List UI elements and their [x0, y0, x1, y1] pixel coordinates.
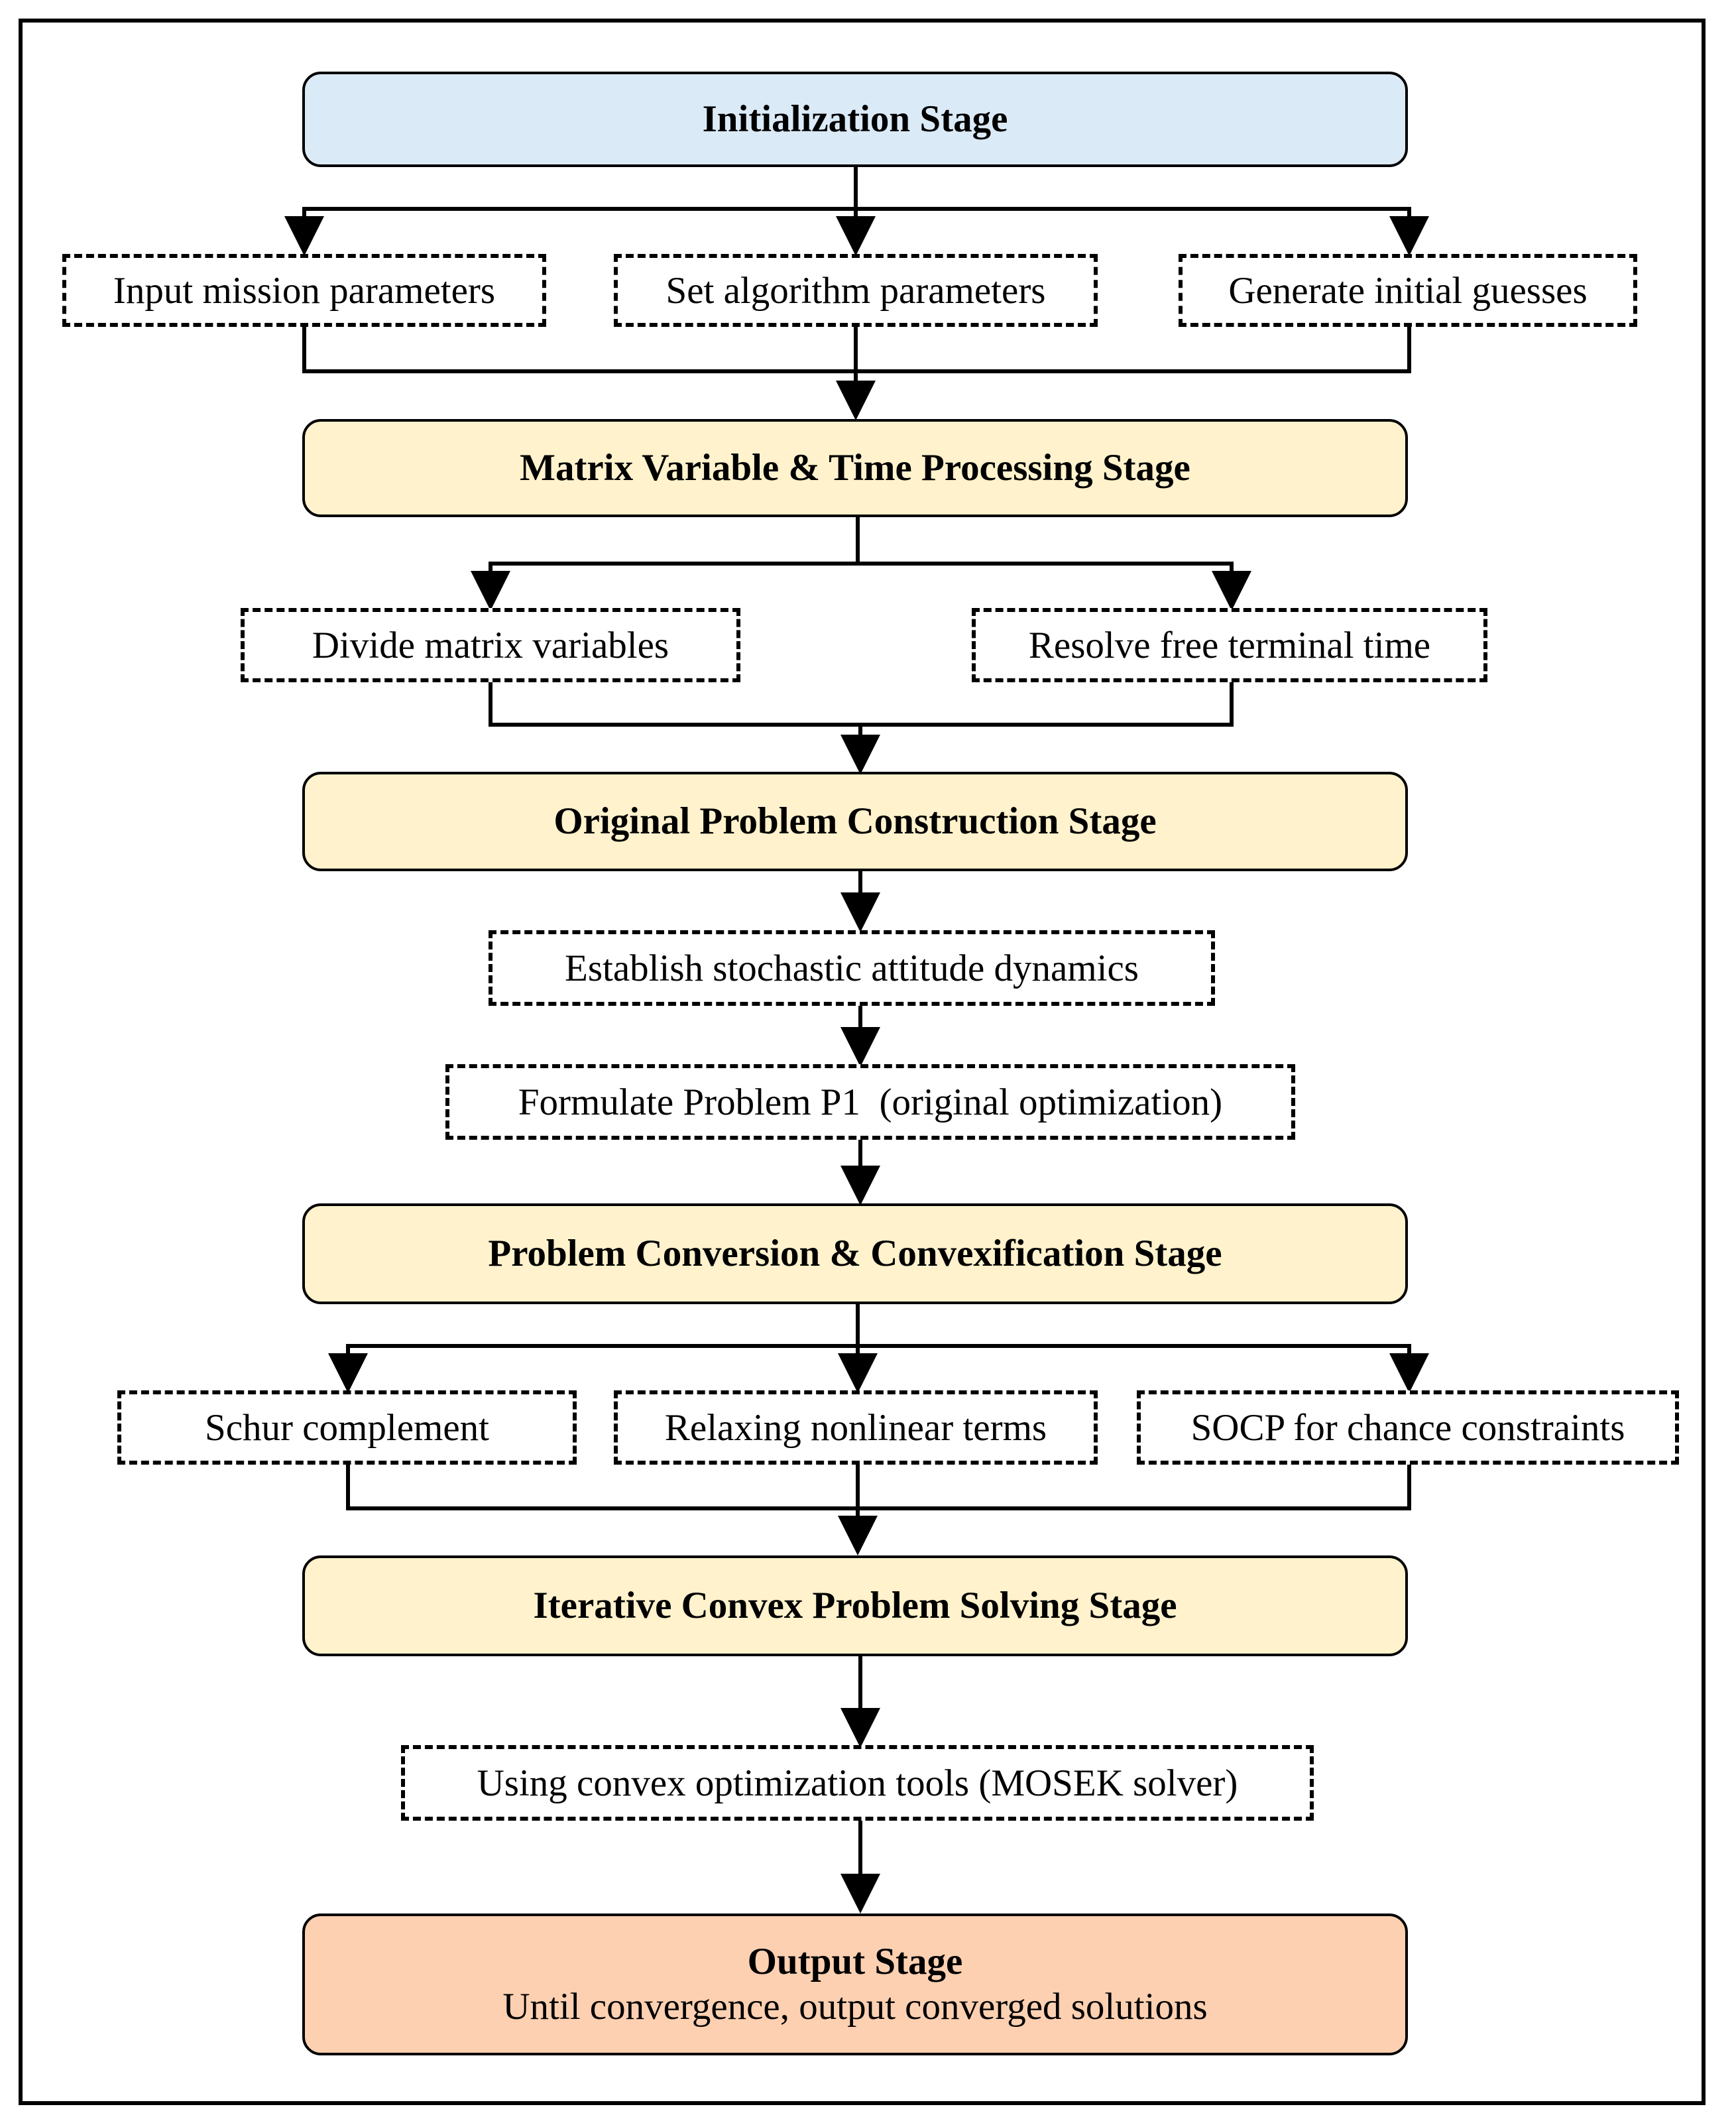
step-establish-stochastic-dynamics-label: Establish stochastic attitude dynamics	[565, 947, 1139, 989]
original-problem-stage-title: Original Problem Construction Stage	[553, 800, 1157, 842]
step-socp-chance-constraints: SOCP for chance constraints	[1137, 1390, 1679, 1465]
step-set-algorithm-parameters-label: Set algorithm parameters	[665, 269, 1046, 312]
step-input-mission-parameters-label: Input mission parameters	[113, 269, 496, 312]
step-establish-stochastic-dynamics: Establish stochastic attitude dynamics	[489, 930, 1215, 1006]
step-relaxing-nonlinear-terms-label: Relaxing nonlinear terms	[664, 1406, 1047, 1449]
step-resolve-free-terminal-time-label: Resolve free terminal time	[1028, 624, 1431, 666]
step-resolve-free-terminal-time: Resolve free terminal time	[972, 608, 1487, 682]
step-formulate-problem-p1-label: Formulate Problem P1 (original optimizat…	[518, 1081, 1223, 1123]
initialization-stage-title: Initialization Stage	[702, 97, 1008, 140]
iterative-solving-stage: Iterative Convex Problem Solving Stage	[302, 1555, 1408, 1656]
connector-conversion-branch	[346, 1344, 1411, 1389]
initialization-stage: Initialization Stage	[302, 72, 1408, 167]
output-stage: Output Stage Until convergence, output c…	[302, 1914, 1408, 2055]
step-generate-initial-guesses: Generate initial guesses	[1179, 254, 1637, 327]
step-convex-optimization-tools: Using convex optimization tools (MOSEK s…	[401, 1745, 1314, 1821]
matrix-time-stage-title: Matrix Variable & Time Processing Stage	[520, 446, 1190, 489]
connector-matrix-branch-right	[858, 562, 1234, 605]
matrix-time-stage: Matrix Variable & Time Processing Stage	[302, 419, 1408, 517]
step-schur-complement-label: Schur complement	[205, 1406, 489, 1449]
step-divide-matrix-variables: Divide matrix variables	[241, 608, 740, 682]
step-formulate-problem-p1: Formulate Problem P1 (original optimizat…	[445, 1064, 1295, 1140]
step-relaxing-nonlinear-terms: Relaxing nonlinear terms	[614, 1390, 1098, 1465]
step-divide-matrix-variables-label: Divide matrix variables	[312, 624, 669, 666]
step-schur-complement: Schur complement	[117, 1390, 577, 1465]
original-problem-stage: Original Problem Construction Stage	[302, 772, 1408, 871]
step-socp-chance-constraints-label: SOCP for chance constraints	[1190, 1406, 1625, 1449]
output-stage-subtitle: Until convergence, output converged solu…	[502, 1986, 1208, 2028]
step-generate-initial-guesses-label: Generate initial guesses	[1228, 269, 1588, 312]
iterative-solving-stage-title: Iterative Convex Problem Solving Stage	[533, 1584, 1177, 1626]
output-stage-title: Output Stage	[747, 1940, 963, 1982]
conversion-convexification-stage: Problem Conversion & Convexification Sta…	[302, 1203, 1408, 1304]
connector-matrix-branch	[489, 517, 860, 605]
step-set-algorithm-parameters: Set algorithm parameters	[614, 254, 1098, 327]
connector-conversion-merge	[346, 1464, 1411, 1510]
connector-matrix-merge	[489, 682, 1234, 727]
step-input-mission-parameters: Input mission parameters	[62, 254, 546, 327]
step-convex-optimization-tools-label: Using convex optimization tools (MOSEK s…	[477, 1762, 1238, 1804]
conversion-convexification-stage-title: Problem Conversion & Convexification Sta…	[488, 1232, 1222, 1274]
